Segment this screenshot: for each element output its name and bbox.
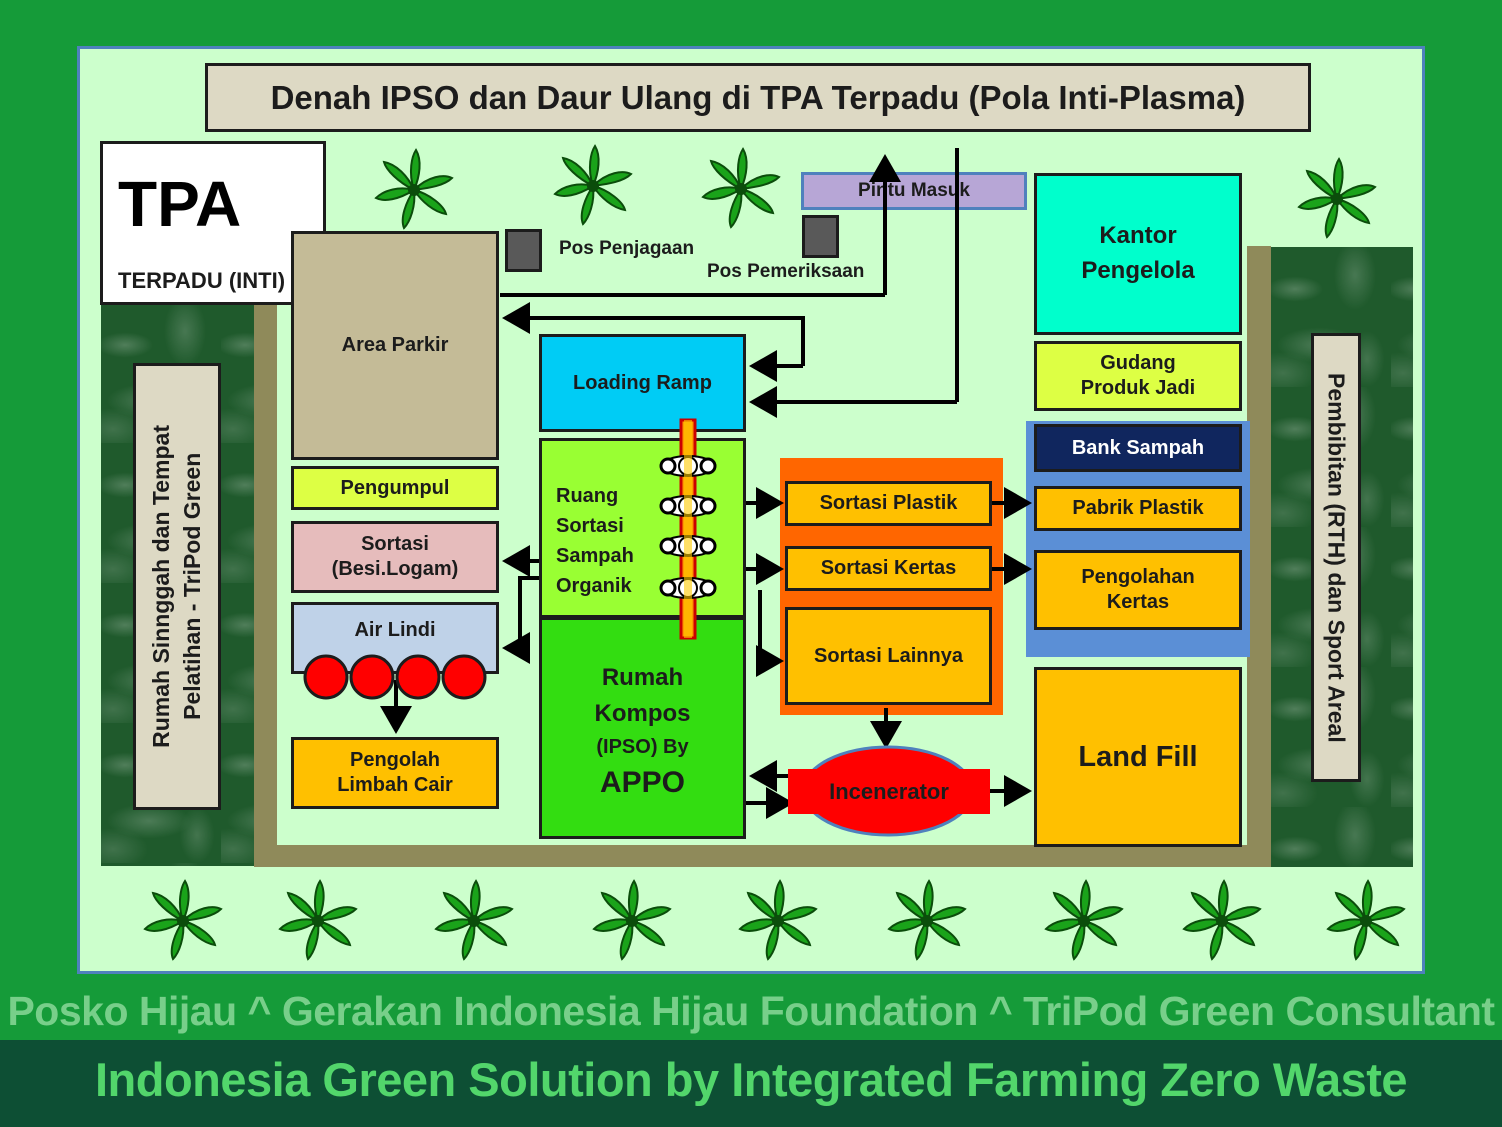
loading-ramp: Loading Ramp (539, 334, 746, 432)
gudang-line1: Gudang (1100, 352, 1176, 374)
rumah-kompos-line1: Rumah (601, 664, 684, 691)
tpa-label-box: TPA TERPADU (INTI) (100, 141, 326, 305)
ruang-sortasi-line1: Ruang (556, 485, 619, 507)
sortasi-lainnya: Sortasi Lainnya (785, 607, 992, 705)
gudang-line2: Produk Jadi (1080, 377, 1196, 399)
pabrik-plastik: Pabrik Plastik (1034, 486, 1242, 531)
footer-line1: Posko Hijau ^ Gerakan Indonesia Hijau Fo… (7, 988, 1495, 1034)
air-lindi-drums (303, 654, 487, 700)
pengolah-limbah-cair: Pengolah Limbah Cair (291, 737, 499, 809)
kantor-line1: Kantor (1099, 222, 1177, 250)
air-lindi-label: Air Lindi (354, 619, 436, 641)
gudang-produk-jadi: Gudang Produk Jadi (1034, 341, 1242, 411)
pos-penjagaan-label: Pos Penjagaan (559, 238, 695, 259)
sortasi-besi-line1: Sortasi (361, 533, 429, 555)
pos-penjagaan-building (505, 229, 542, 272)
rumah-kompos-line2: Kompos (594, 700, 691, 727)
ruang-sortasi-line4: Organik (556, 575, 632, 597)
footer-line2: Indonesia Green Solution by Integrated F… (94, 1053, 1408, 1106)
right-side-label: Pembibitan (RTH) dan Sport Areal (1323, 372, 1350, 743)
ruang-sortasi-line2: Sortasi (556, 515, 624, 537)
kantor-line2: Pengelola (1081, 257, 1195, 284)
palm-icons (144, 145, 1405, 960)
pengolahan-kertas-line2: Kertas (1106, 591, 1170, 613)
rumah-kompos: Rumah Kompos (IPSO) By APPO (539, 617, 746, 839)
pengolah-limbah-line2: Limbah Cair (337, 774, 453, 796)
land-fill: Land Fill (1034, 667, 1242, 847)
area-parkir-label: Area Parkir (341, 334, 449, 356)
tpa-big-text: TPA (118, 168, 242, 240)
sortasi-besi-logam: Sortasi (Besi.Logam) (291, 521, 499, 593)
pengolahan-kertas: Pengolahan Kertas (1034, 550, 1242, 630)
pengolah-limbah-line1: Pengolah (349, 749, 440, 771)
pos-pemeriksaan-label: Pos Pemeriksaan (707, 261, 865, 282)
rumah-kompos-line3: (IPSO) By (596, 736, 689, 758)
tpa-small-text: TERPADU (INTI) (118, 268, 286, 293)
pos-pemeriksaan-building (802, 215, 839, 258)
right-side-label-box: Pembibitan (RTH) dan Sport Areal (1311, 333, 1361, 782)
ruang-sortasi-line3: Sampah (556, 545, 634, 567)
sortasi-besi-line2: (Besi.Logam) (331, 558, 459, 580)
sortasi-plastik: Sortasi Plastik (785, 481, 992, 526)
pengolahan-kertas-line1: Pengolahan (1081, 566, 1195, 588)
area-parkir: Area Parkir (291, 231, 499, 460)
left-side-label-box: Rumah Sinnggah dan Tempat Pelatihan - Tr… (133, 363, 221, 810)
incenerator-label: Incenerator (829, 778, 949, 804)
pengumpul: Pengumpul (291, 466, 499, 510)
sortasi-kertas: Sortasi Kertas (785, 546, 992, 591)
diagram-title: Denah IPSO dan Daur Ulang di TPA Terpadu… (205, 63, 1311, 132)
kantor-pengelola: Kantor Pengelola (1034, 173, 1242, 335)
footer-band (0, 1040, 1502, 1127)
appo-label: APPO (599, 766, 686, 799)
bank-sampah: Bank Sampah (1034, 424, 1242, 472)
